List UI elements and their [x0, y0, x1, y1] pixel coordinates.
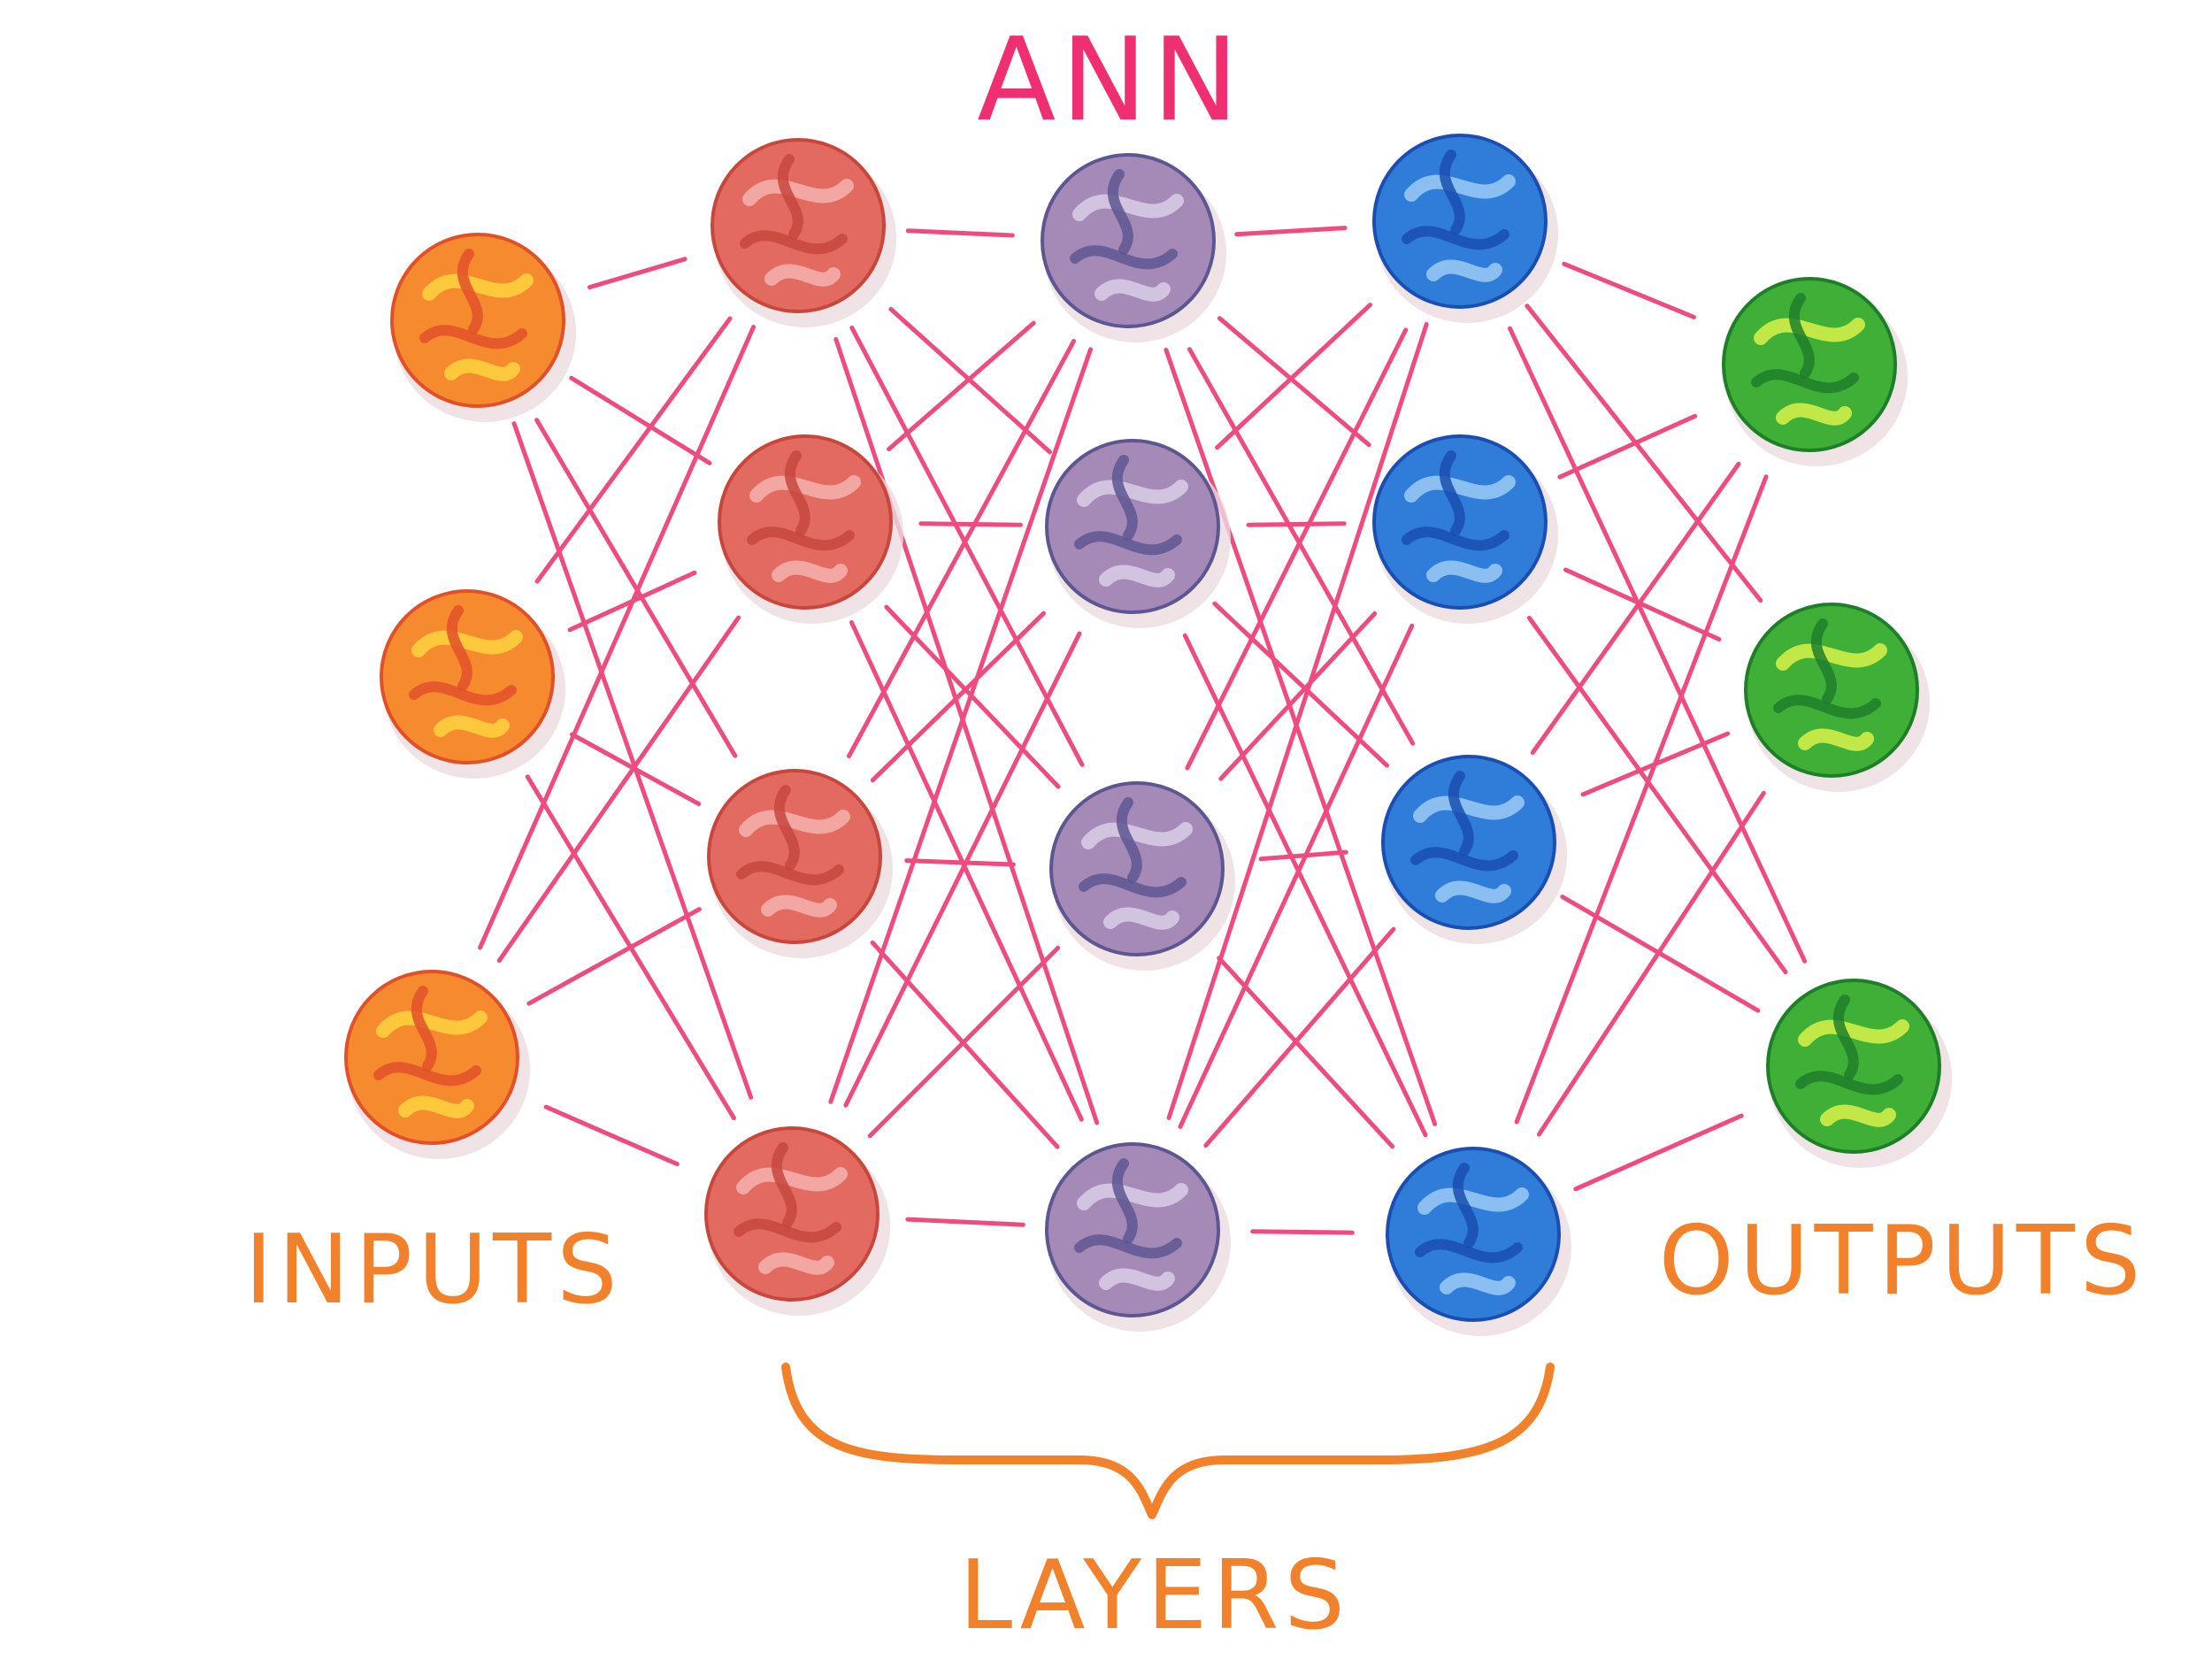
connection-line [905, 1217, 1025, 1227]
connection-line [867, 945, 1061, 1139]
connection-line [1187, 347, 1416, 746]
connection-line [1166, 322, 1429, 1120]
connection-line [843, 631, 1082, 1108]
connection-line [478, 325, 757, 950]
connection-line [1217, 316, 1371, 448]
connection-line [1530, 461, 1741, 756]
connection-line [511, 421, 754, 1100]
output-neuron [1744, 603, 1919, 778]
input-neuron [344, 970, 519, 1145]
connection-line [1215, 303, 1372, 450]
hidden-neuron [1045, 439, 1220, 614]
connection-line [1182, 633, 1428, 1138]
connection-line [1234, 226, 1348, 237]
connection-line [870, 611, 1046, 783]
input-neuron [390, 233, 565, 408]
hidden-neuron [1386, 1147, 1561, 1322]
connection-line [534, 316, 733, 584]
connection-line [1526, 615, 1788, 975]
input-neuron [380, 589, 555, 764]
connection-line [1250, 1229, 1355, 1235]
connection-line [1203, 926, 1396, 1148]
connection-line [1563, 567, 1722, 641]
hidden-neuron [718, 434, 893, 610]
hidden-neuron [1041, 153, 1216, 328]
hidden-neuron [707, 769, 882, 944]
hidden-neuron [1381, 755, 1556, 930]
connection-line [849, 620, 1084, 1122]
connection-line [534, 418, 738, 758]
connection-line [1557, 413, 1698, 480]
hidden-neuron [704, 1126, 879, 1302]
hidden-neuron [1049, 781, 1225, 956]
layers-label: LAYERS [959, 1540, 1350, 1651]
connection-line [1525, 303, 1763, 603]
connection-lines [478, 226, 1808, 1235]
connection-line [1246, 521, 1347, 527]
connection-line [1536, 790, 1766, 1137]
connection-line [1573, 1113, 1744, 1192]
connection-line [870, 940, 1060, 1149]
connection-line [1514, 474, 1769, 1125]
connection-line [569, 375, 712, 465]
connection-line [587, 257, 687, 290]
connection-line [833, 337, 1100, 1125]
output-neuron [1766, 979, 1941, 1154]
connection-line [887, 320, 1036, 452]
connection-line [918, 521, 1023, 527]
connection-line [543, 1104, 680, 1167]
connection-line [1508, 326, 1808, 964]
inputs-label: INPUTS [244, 1215, 622, 1325]
connection-line [847, 338, 1077, 758]
outputs-label: OUTPUTS [1659, 1206, 2147, 1317]
connection-line [1164, 348, 1438, 1126]
connection-line [904, 858, 1016, 867]
layers-brace [781, 1363, 1555, 1519]
neurons [344, 134, 1941, 1322]
connection-line [526, 907, 702, 1006]
hidden-neuron [1045, 1142, 1220, 1317]
connection-line [905, 228, 1015, 238]
hidden-neuron [710, 138, 886, 313]
connection-line [828, 347, 1093, 1104]
connection-line [1217, 956, 1395, 1149]
hidden-neuron [1372, 134, 1548, 309]
connection-line [1562, 261, 1696, 319]
connection-line [1178, 623, 1415, 1129]
connection-line [1218, 611, 1378, 781]
connection-line [496, 615, 741, 964]
output-neuron [1722, 277, 1897, 452]
connection-line [849, 325, 1085, 767]
hidden-neuron [1372, 434, 1548, 610]
diagram-title: ANN [977, 12, 1243, 147]
connection-line [1185, 327, 1409, 771]
